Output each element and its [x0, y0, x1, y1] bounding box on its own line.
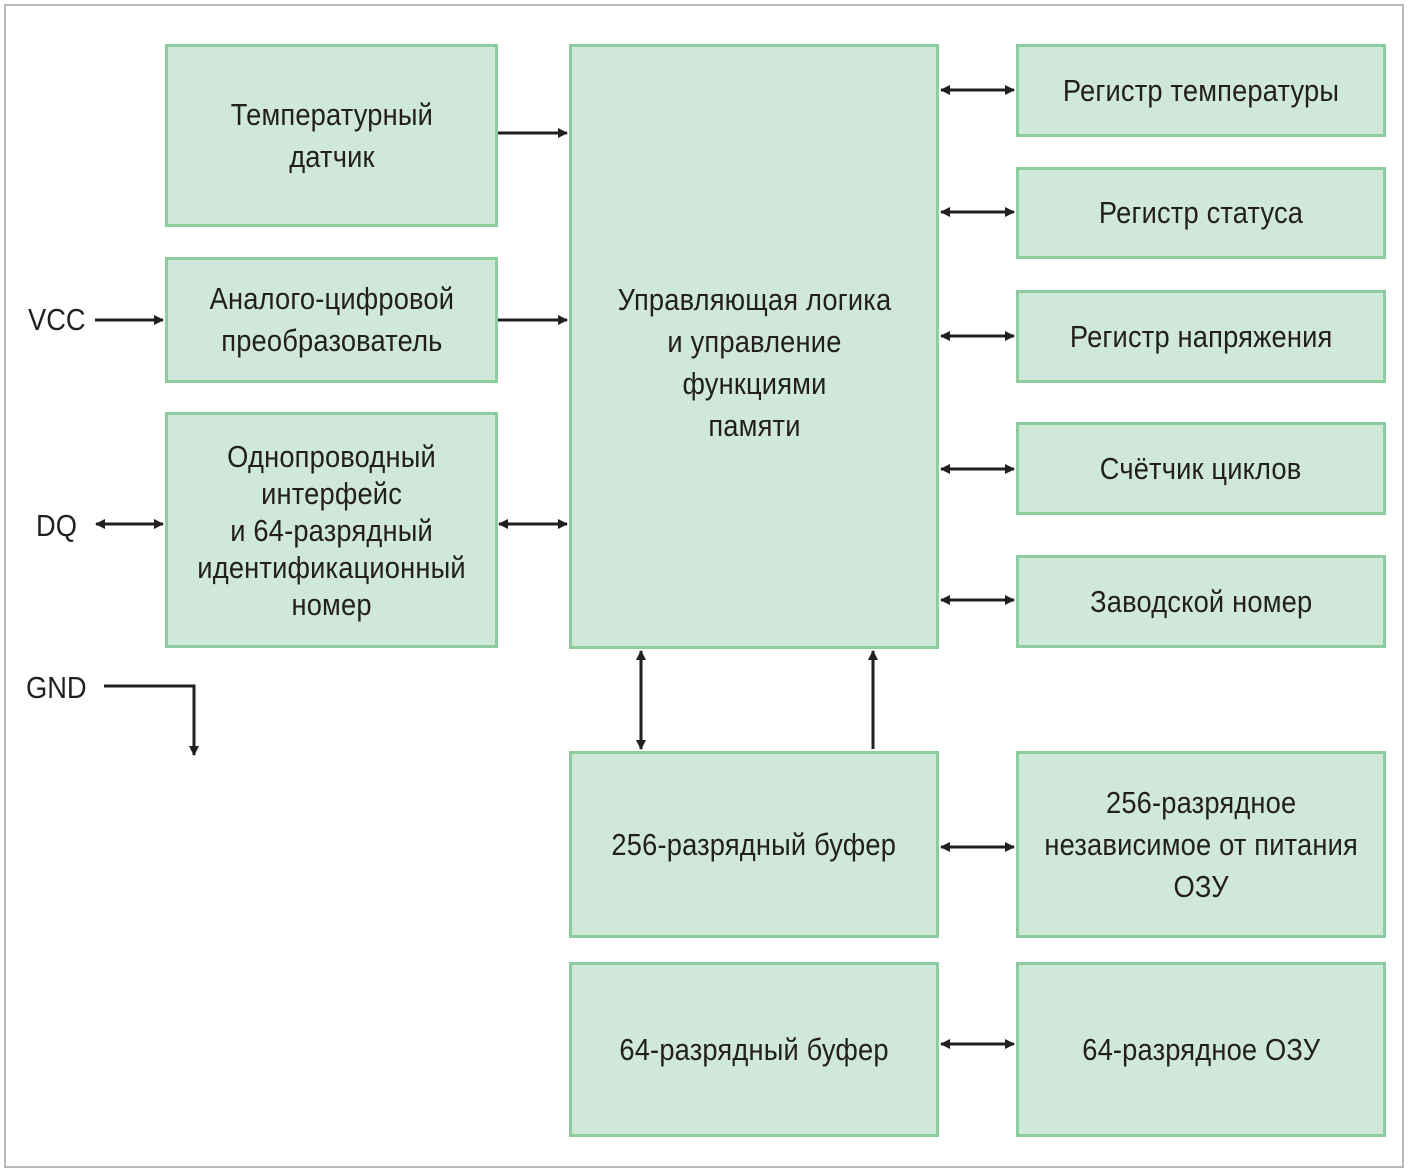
control-logic-block: Управляющая логика и управление функциям…	[569, 44, 939, 649]
buffer-256-block: 256-разрядный буфер	[569, 751, 939, 938]
ram-64-block: 64-разрядное ОЗУ	[1016, 962, 1386, 1137]
dq-pin-label: DQ	[36, 508, 77, 543]
one-wire-interface-block: Однопроводный интерфейс и 64-разрядный и…	[165, 412, 498, 648]
voltage-register-block: Регистр напряжения	[1016, 290, 1386, 383]
ram-256-block: 256-разрядное независимое от питания ОЗУ	[1016, 751, 1386, 938]
temperature-sensor-block: Температурный датчик	[165, 44, 498, 227]
serial-number-block: Заводской номер	[1016, 555, 1386, 648]
adc-block: Аналого-цифровой преобразователь	[165, 257, 498, 383]
temperature-register-block: Регистр температуры	[1016, 44, 1386, 137]
buffer-64-block: 64-разрядный буфер	[569, 962, 939, 1137]
gnd-arrow	[104, 684, 199, 756]
gnd-pin-label: GND	[26, 670, 87, 705]
cycle-counter-block: Счётчик циклов	[1016, 422, 1386, 515]
vcc-pin-label: VCC	[28, 302, 86, 337]
status-register-block: Регистр статуса	[1016, 167, 1386, 259]
